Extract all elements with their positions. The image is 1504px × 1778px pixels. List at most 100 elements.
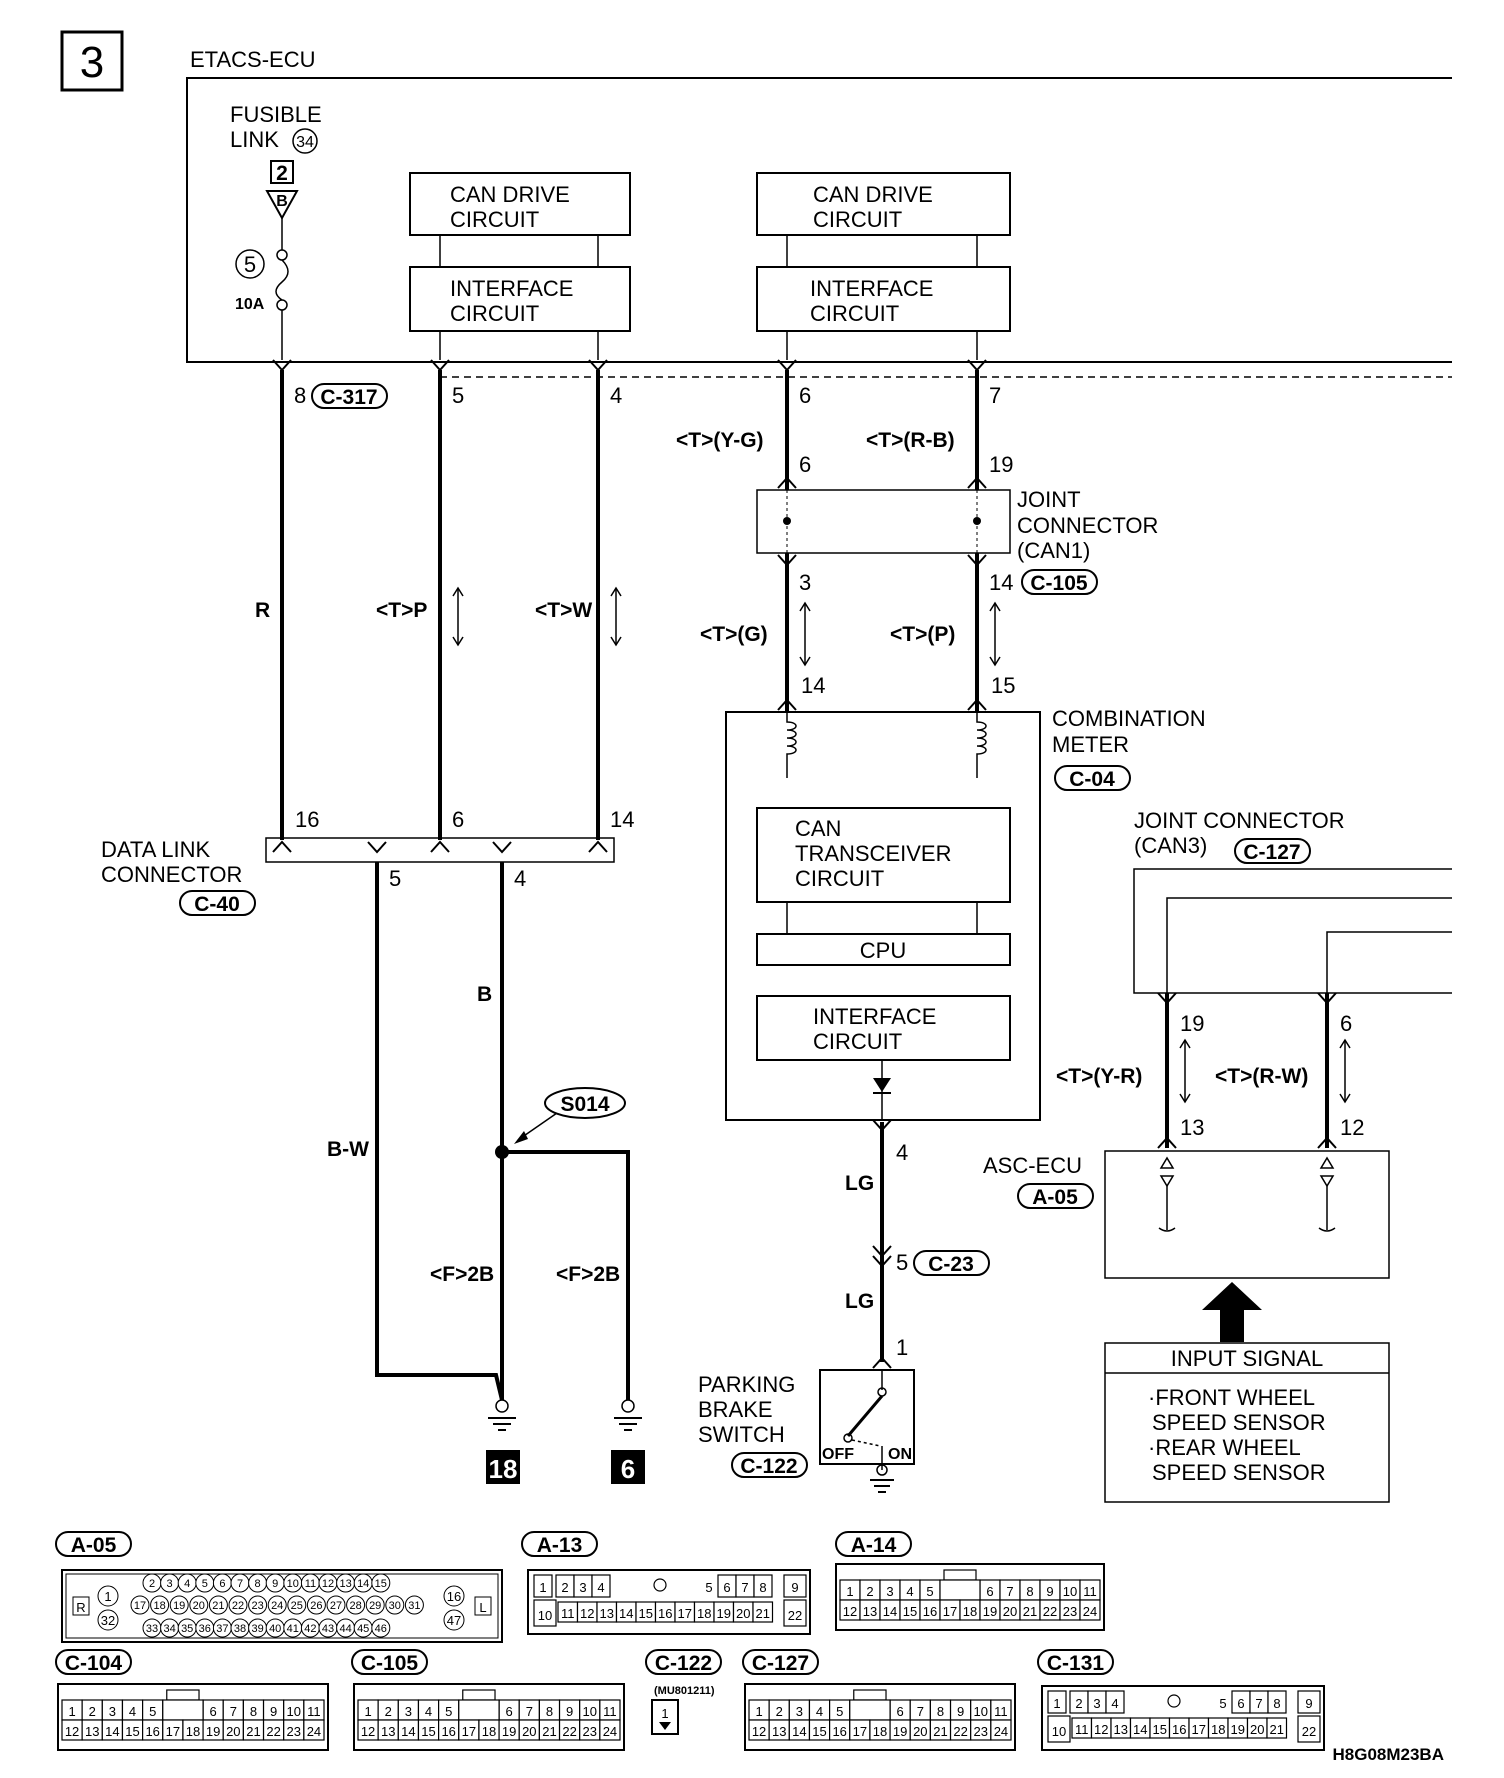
conn-view-c105-pin: 12 (361, 1724, 375, 1739)
svg-text:SWITCH: SWITCH (698, 1422, 785, 1447)
conn-view-c104-pin: 6 (210, 1704, 217, 1719)
conn-view-a05-circle (365, 1595, 385, 1615)
svg-text:SPEED SENSOR: SPEED SENSOR (1152, 1410, 1326, 1435)
conn-view-a05-pin: 40 (269, 1623, 281, 1635)
conn-view-a13-pin: 17 (678, 1606, 692, 1621)
conn-view-c122-part: (MU801211) (654, 1685, 715, 1697)
data-link-connector: 16 6 14 DATA LINK CONNECTOR C-40 5 4 (101, 807, 634, 916)
conn-view-c127-pin: 24 (994, 1724, 1008, 1739)
svg-text:OFF: OFF (822, 1446, 854, 1463)
conn-view-a05-pin: 38 (234, 1623, 246, 1635)
conn-view-c105-key (462, 1689, 496, 1701)
conn-view-a05-side-circle (443, 1609, 465, 1631)
conn-view-a05-circle (130, 1595, 150, 1615)
wire-color-trb: <T>(R-B) (866, 429, 955, 452)
conn-view-c127-pin: 21 (933, 1724, 947, 1739)
conn-view-a05-circle (404, 1595, 424, 1615)
conn-view-c105-pin: 21 (542, 1724, 556, 1739)
conn-view-a14-pin: 6 (986, 1584, 993, 1599)
svg-text:S014: S014 (560, 1093, 609, 1116)
svg-text:CIRCUIT: CIRCUIT (450, 301, 539, 326)
conn-view-c127-pin: 4 (816, 1704, 823, 1719)
conn-view-c131-cell (1105, 1690, 1125, 1714)
conn-view-a05-pin: 44 (339, 1623, 351, 1635)
svg-text:CAN DRIVE: CAN DRIVE (450, 182, 570, 207)
conn-view-a14-key (943, 1569, 977, 1581)
conn-view-a14-pin: 23 (1063, 1604, 1077, 1619)
svg-text:(CAN1): (CAN1) (1017, 538, 1090, 563)
conn-view-a05-circle (267, 1595, 287, 1615)
conn-view-c131-cell (1267, 1690, 1287, 1714)
conn-view-a14-pin: 18 (963, 1604, 977, 1619)
svg-text:C-40: C-40 (194, 893, 240, 916)
conn-view-a05-pin: 7 (237, 1578, 243, 1590)
conn-view-a13-cell (783, 1574, 807, 1598)
svg-text:C-23: C-23 (928, 1253, 974, 1276)
conn-view-a14-pin: 21 (1023, 1604, 1037, 1619)
wire-color-bw: B-W (327, 1138, 369, 1161)
svg-text:CONNECTOR: CONNECTOR (1017, 513, 1158, 538)
svg-text:INTERFACE: INTERFACE (450, 276, 573, 301)
conn-view-c122-pin: 1 (661, 1706, 668, 1721)
ground-18: 18 (486, 1399, 520, 1484)
conn-view-a14-pin: 9 (1046, 1584, 1053, 1599)
svg-text:6: 6 (621, 1454, 635, 1484)
conn-view-a13-pin: 19 (717, 1606, 731, 1621)
conn-view-c104-pin: 15 (125, 1724, 139, 1739)
svg-text:5: 5 (389, 866, 401, 891)
conn-view-a13-key (653, 1578, 667, 1592)
conn-view-c104-key (166, 1689, 200, 1701)
conn-view-c131-pin: 3 (1093, 1696, 1100, 1711)
conn-view-c131-cell (1266, 1717, 1288, 1739)
conn-view-a05-circle (346, 1595, 366, 1615)
conn-view-c105-pin: 5 (445, 1704, 452, 1719)
conn-view-a05-l: L (479, 1600, 486, 1615)
etacs-interface-left: INTERFACE CIRCUIT (409, 266, 631, 332)
conn-view-a05-pin: 6 (219, 1578, 225, 1590)
conn-view-a05-circle (248, 1595, 268, 1615)
conn-view-c131-cell (1297, 1715, 1321, 1743)
conn-view-a05-r-box (72, 1596, 90, 1616)
conn-view-c105-pin: 20 (522, 1724, 536, 1739)
conn-view-c105-pin: 3 (405, 1704, 412, 1719)
conn-view-a13-pin: 7 (741, 1580, 748, 1595)
conn-view-a05-pin: 41 (287, 1623, 299, 1635)
conn-view-a05-pill (55, 1531, 132, 1557)
conn-view-c104-pin: 3 (109, 1704, 116, 1719)
page-number: 3 (80, 38, 104, 87)
conn-view-c131-pin: 10 (1052, 1724, 1066, 1739)
svg-text:CPU: CPU (860, 938, 906, 963)
conn-view-a13-pin5: 5 (705, 1580, 712, 1595)
conn-view-c131-pin: 11 (1075, 1722, 1089, 1737)
svg-text:6: 6 (799, 452, 811, 477)
signal-arrows (452, 586, 1351, 1104)
etacs-can-drive-right: CAN DRIVE CIRCUIT (756, 172, 1011, 236)
conn-view-c127-pin: 23 (974, 1724, 988, 1739)
svg-text:LINK: LINK (230, 127, 279, 152)
conn-view-c127-pin: 12 (752, 1724, 766, 1739)
conn-view-a05-circle (385, 1595, 405, 1615)
conn-view-a05-circle (169, 1595, 189, 1615)
conn-view-c131-pin: 21 (1270, 1722, 1284, 1737)
conn-view-c131-pin: 8 (1273, 1696, 1280, 1711)
svg-text:CIRCUIT: CIRCUIT (813, 1029, 902, 1054)
conn-view-c105-pin: 17 (462, 1724, 476, 1739)
conn-view-c105-label: C-105 (361, 1652, 419, 1675)
conn-view-a05-pin: 43 (322, 1623, 334, 1635)
wire-color-trw: <T>(R-W) (1215, 1065, 1308, 1088)
svg-text:CIRCUIT: CIRCUIT (813, 207, 902, 232)
splice-s014: S014 (495, 1087, 626, 1159)
conn-view-c104-cell (303, 1719, 325, 1741)
svg-text:14: 14 (989, 570, 1013, 595)
conn-view-c105-pin: 19 (502, 1724, 516, 1739)
wire-color-f2b-right: <F>2B (556, 1263, 620, 1286)
conn-view-c105-pin: 14 (401, 1724, 415, 1739)
conn-view-a14-pin: 17 (943, 1604, 957, 1619)
svg-text:3: 3 (799, 570, 811, 595)
conn-view-a13-cell (533, 1574, 553, 1598)
conn-view-a05-pin: 13 (339, 1578, 351, 1590)
conn-view-c131-pin: 22 (1302, 1724, 1316, 1739)
etacs-pin-8: 8 (294, 383, 306, 408)
svg-text:13: 13 (1180, 1115, 1204, 1140)
conn-view-a05-pin: 25 (291, 1600, 303, 1612)
